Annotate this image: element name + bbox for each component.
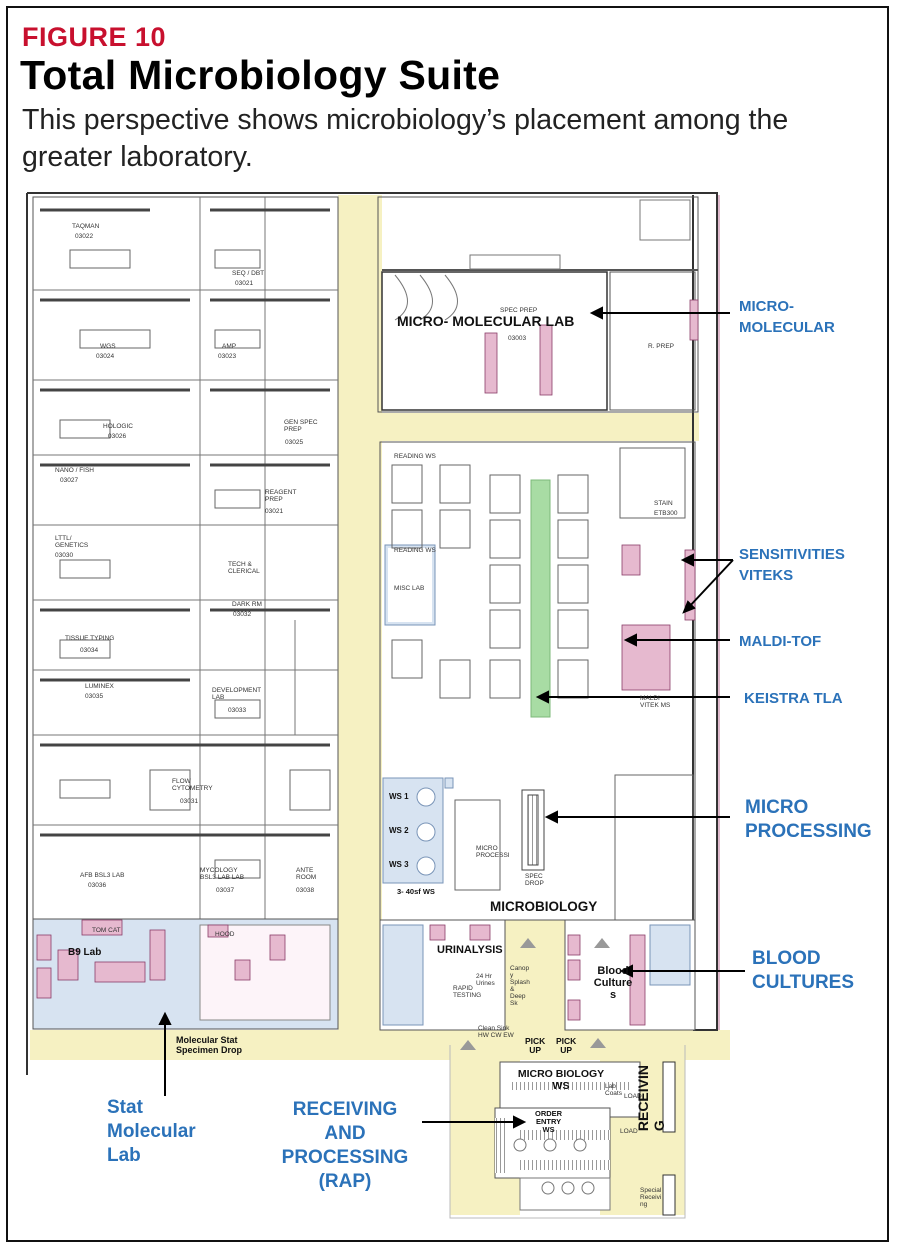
room-afb-num: 03036 (88, 882, 106, 889)
corridor-vertical (338, 195, 382, 1057)
label-pick-up-1: PICK UP (525, 1036, 546, 1055)
room-load-1: LOAD (624, 1093, 642, 1100)
figure-label: FIGURE 10 (22, 22, 167, 52)
room-luminex-num: 03035 (85, 693, 103, 700)
room-genetics: LTTL/GENETICS (55, 535, 89, 549)
microbiology-room (379, 441, 696, 921)
room-taqman-num: 03022 (75, 233, 93, 240)
room-spec-prep-num: 03003 (508, 335, 526, 342)
room-ante-num: 03038 (296, 887, 314, 894)
room-gen-spec-num: 03025 (285, 439, 303, 446)
room-seq: SEQ / DBT (232, 270, 264, 277)
room-stains: STAIN (654, 500, 673, 507)
label-molecular-stat-drop: Molecular Stat Specimen Drop (176, 1035, 243, 1055)
room-dev-num: 03033 (228, 707, 246, 714)
room-stains-num: ETB300 (654, 510, 678, 517)
room-taqman: TAQMAN (72, 223, 100, 230)
callout-micro-molecular: MICRO- MOLECULAR (739, 298, 835, 336)
room-afb: AFB BSL3 LAB (80, 872, 124, 879)
label-blood-culture: Blood Culture s (593, 965, 633, 1001)
building-outline (27, 192, 718, 1031)
room-seq-num: 03021 (235, 280, 253, 287)
room-dark-num: 03032 (233, 611, 251, 618)
left-lab-block (32, 196, 339, 920)
room-reading-2: READING WS (394, 547, 437, 554)
callout-rap: RECEIVING AND PROCESSING (RAP) (281, 1099, 409, 1192)
room-myco-num: 03037 (216, 887, 234, 894)
room-wgs: WGS (100, 343, 116, 350)
callout-stat-molecular-lab: Stat Molecular Lab (107, 1097, 196, 1166)
room-genetics-num: 03030 (55, 552, 73, 559)
callout-maldi-tof: MALDI-TOF (739, 633, 822, 650)
micro-molecular-room (377, 196, 699, 413)
room-tissue-num: 03034 (80, 647, 98, 654)
rap-area (449, 1045, 686, 1219)
label-ws2: WS 2 (389, 826, 409, 835)
room-flow-num: 03031 (180, 798, 198, 805)
label-microbiology: MICROBIOLOGY (490, 899, 598, 914)
figure-frame (6, 6, 889, 1242)
callout-micro-processing: MICRO PROCESSING (745, 797, 872, 842)
corridor-center (505, 920, 565, 1050)
room-dark: DARK RM (232, 601, 262, 608)
figure-title: Total Microbiology Suite (20, 52, 501, 98)
label-ws1: WS 1 (389, 792, 409, 801)
corridor-middle (376, 413, 699, 441)
room-hood: HOOD (215, 931, 235, 938)
callout-sensitivities-viteks: SENSITIVITIES VITEKS (739, 546, 845, 584)
room-misc: MISC LAB (394, 585, 424, 592)
keistra-track (530, 479, 551, 718)
label-b9-lab: B9 Lab (68, 947, 102, 958)
room-nano-num: 03027 (60, 477, 78, 484)
figure-subtitle: This perspective shows microbiology’s pl… (22, 104, 789, 173)
room-reading-1: READING WS (394, 453, 437, 460)
room-wgs-num: 03024 (96, 353, 114, 360)
callout-blood-cultures: BLOOD CULTURES (752, 948, 855, 993)
room-r-prep: R. PREP (648, 343, 674, 350)
b9-lab-area (32, 918, 339, 1030)
room-amp: AMP (222, 343, 236, 350)
callout-keistra-tla: KEISTRA TLA (744, 690, 843, 707)
room-spec-prep: SPEC PREP (500, 307, 537, 314)
label-receiving: RECEIVIN G (635, 1065, 667, 1132)
room-amp-num: 03023 (218, 353, 236, 360)
label-ws-40sf: 3- 40sf WS (397, 887, 435, 896)
callout-arrows (158, 306, 745, 1129)
label-micro-molecular-lab: MICRO- MOLECULAR LAB (397, 313, 575, 329)
room-tissue: TISSUE TYPING (65, 635, 114, 642)
room-tech: TECH &CLERICAL (228, 561, 260, 575)
room-reagent-num: 03021 (265, 508, 283, 515)
label-micro-biology-ws: MICRO BIOLOGY WS (517, 1068, 605, 1092)
room-hologic-num: 03026 (108, 433, 126, 440)
room-tom-cat: TOM CAT (92, 927, 121, 934)
label-urinalysis: URINALYSIS (437, 944, 503, 956)
label-order-entry: ORDER ENTRY WS (535, 1109, 563, 1134)
label-pick-up-2: PICK UP (556, 1036, 577, 1055)
room-nano: NANO / FISH (55, 467, 94, 474)
label-ws3: WS 3 (389, 860, 409, 869)
lower-micro-area (379, 919, 696, 1072)
room-luminex: LUMINEX (85, 683, 115, 690)
room-load-2: LOAD (620, 1128, 638, 1135)
room-hologic: HOLOGIC (103, 423, 133, 430)
